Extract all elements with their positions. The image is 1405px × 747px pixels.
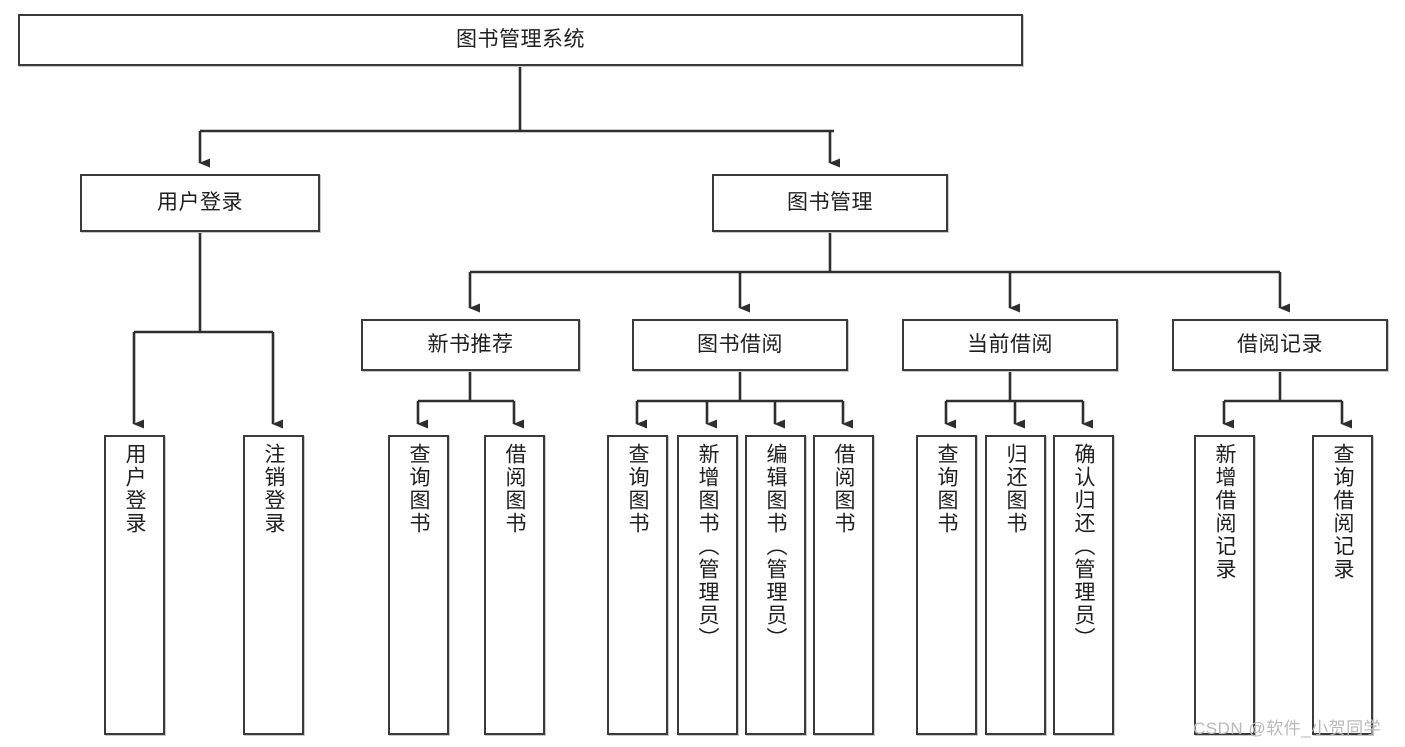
node-leaf-add-book-label: 新增图书（管理员） [696, 443, 720, 650]
node-leaf-confirm-return-label: 确认归还（管理员） [1072, 443, 1096, 650]
node-book-manage[interactable]: 图书管理 [712, 174, 948, 232]
node-user-login[interactable]: 用户登录 [80, 174, 320, 232]
node-leaf-add-book[interactable]: 新增图书（管理员） [677, 435, 738, 735]
node-leaf-edit-book[interactable]: 编辑图书（管理员） [745, 435, 806, 735]
node-leaf-user-logout-label: 注销登录 [262, 443, 286, 535]
node-borrow-record[interactable]: 借阅记录 [1172, 319, 1388, 371]
node-book-borrow[interactable]: 图书借阅 [632, 319, 848, 371]
node-new-book-recommend-label: 新书推荐 [427, 332, 514, 356]
csdn-watermark: CSDN @软件_小贺同学 [1193, 719, 1382, 738]
node-leaf-query-record[interactable]: 查询借阅记录 [1312, 435, 1373, 735]
node-leaf-query-book-3-label: 查询图书 [935, 443, 959, 535]
node-leaf-confirm-return[interactable]: 确认归还（管理员） [1053, 435, 1114, 735]
node-leaf-add-record[interactable]: 新增借阅记录 [1194, 435, 1255, 735]
node-leaf-query-book-2[interactable]: 查询图书 [607, 435, 668, 735]
node-current-borrow-label: 当前借阅 [967, 332, 1053, 356]
node-leaf-return-book[interactable]: 归还图书 [985, 435, 1046, 735]
node-leaf-query-record-label: 查询借阅记录 [1331, 443, 1355, 581]
node-leaf-edit-book-label: 编辑图书（管理员） [764, 443, 788, 650]
node-borrow-record-label: 借阅记录 [1237, 332, 1323, 356]
node-leaf-add-record-label: 新增借阅记录 [1213, 443, 1237, 581]
node-leaf-query-book-3[interactable]: 查询图书 [916, 435, 977, 735]
node-leaf-query-book-1[interactable]: 查询图书 [388, 435, 449, 735]
node-leaf-borrow-book-2[interactable]: 借阅图书 [813, 435, 874, 735]
node-book-borrow-label: 图书借阅 [697, 332, 783, 356]
node-leaf-borrow-book-1-label: 借阅图书 [503, 443, 527, 535]
node-new-book-recommend[interactable]: 新书推荐 [361, 319, 580, 371]
node-root[interactable]: 图书管理系统 [18, 14, 1023, 66]
node-leaf-return-book-label: 归还图书 [1004, 443, 1028, 535]
node-leaf-user-login[interactable]: 用户登录 [104, 435, 165, 735]
node-root-label: 图书管理系统 [456, 27, 585, 51]
node-leaf-query-book-2-label: 查询图书 [626, 443, 650, 535]
node-leaf-borrow-book-2-label: 借阅图书 [832, 443, 856, 535]
node-book-manage-label: 图书管理 [787, 190, 873, 214]
node-leaf-query-book-1-label: 查询图书 [407, 443, 431, 535]
node-leaf-user-logout[interactable]: 注销登录 [243, 435, 304, 735]
node-leaf-user-login-label: 用户登录 [123, 443, 147, 535]
node-current-borrow[interactable]: 当前借阅 [902, 319, 1118, 371]
node-user-login-label: 用户登录 [157, 190, 243, 214]
node-leaf-borrow-book-1[interactable]: 借阅图书 [484, 435, 545, 735]
